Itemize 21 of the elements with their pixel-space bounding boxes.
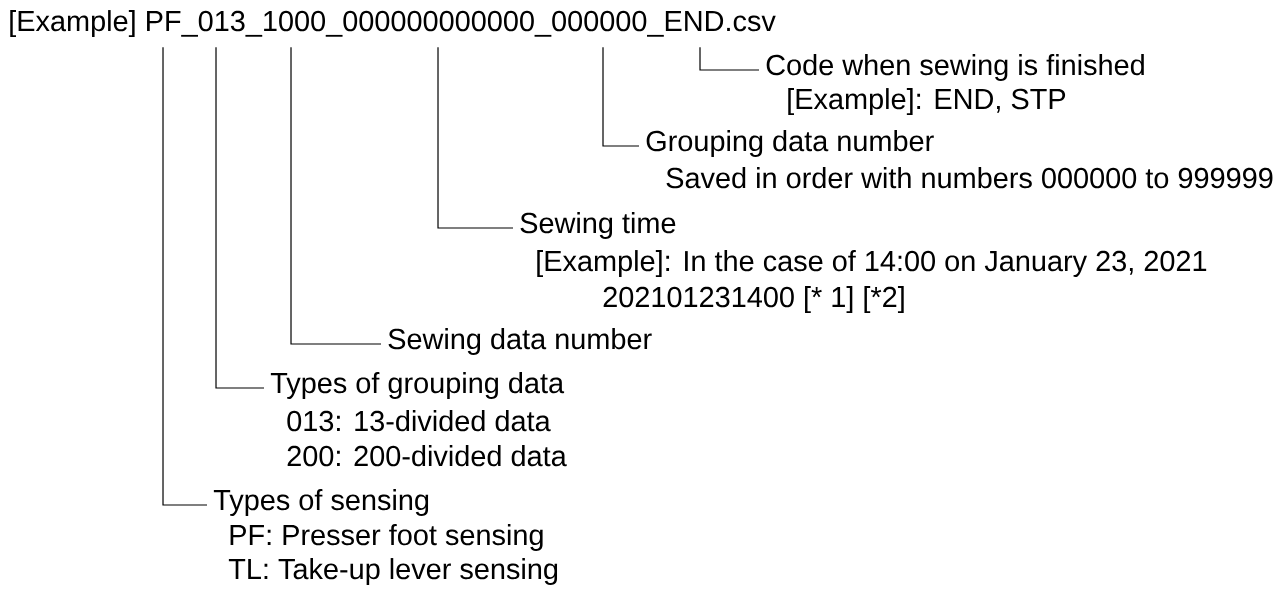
leader-line xyxy=(162,46,208,506)
field-heading: Sewing time xyxy=(520,212,676,239)
field-description: [Example]: END, STP xyxy=(788,88,1066,115)
field-heading: Sewing data number xyxy=(388,328,652,355)
field-heading: Grouping data number xyxy=(646,130,934,157)
leader-line xyxy=(290,46,382,345)
leader-line xyxy=(215,46,265,389)
field-description: Saved in order with numbers 000000 to 999999 xyxy=(666,167,1273,189)
field-description: [Example]: In the case of 14:00 on January 23, 2021 xyxy=(537,250,1207,277)
field-description: TL: Take-up lever sensing xyxy=(228,558,558,585)
leader-line xyxy=(699,46,760,71)
field-heading: Code when sewing is finished xyxy=(766,54,1144,81)
file-name: [Example] PF_013_1000_000000000000_000000_END.csv xyxy=(10,10,776,37)
field-description: 202101231400 [* 1] [*2] xyxy=(603,286,904,313)
field-description: 200: 200-divided data xyxy=(287,445,567,467)
field-description: PF: Presser foot sensing xyxy=(230,524,543,551)
field-description: 013: 13-divided data xyxy=(287,410,551,432)
leader-line xyxy=(437,46,514,229)
field-heading: Types of sensing xyxy=(213,489,429,516)
leader-line xyxy=(602,46,640,147)
field-heading: Types of grouping data xyxy=(270,372,565,399)
